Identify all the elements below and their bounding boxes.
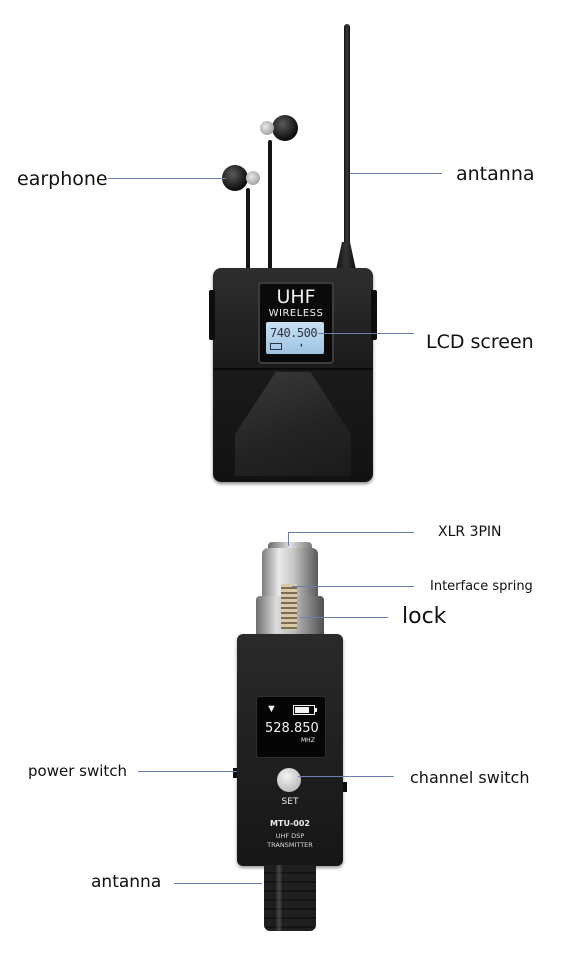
bodypack-receiver: UHF WIRELESS 740.500 ◐ xyxy=(209,268,377,482)
model-line3: TRANSMITTER xyxy=(267,841,313,849)
leader-earphone xyxy=(108,178,226,179)
leader-antanna-bottom xyxy=(174,883,262,884)
channel-switch-side[interactable] xyxy=(343,782,347,792)
leader-power-switch xyxy=(138,771,237,772)
receiver-display-window: UHF WIRELESS 740.500 ◐ xyxy=(258,282,334,364)
leader-interface-spring xyxy=(292,586,414,587)
leader-xlr xyxy=(288,532,414,533)
label-power-switch: power switch xyxy=(28,762,128,780)
earphone-right xyxy=(272,115,298,141)
receiver-brand-sub: WIRELESS xyxy=(268,308,324,319)
leader-lcd-screen xyxy=(318,333,414,334)
power-switch[interactable] xyxy=(233,768,237,778)
oled-display: ▼ 528.850 MHZ xyxy=(256,696,326,758)
leader-channel-switch xyxy=(298,776,394,777)
leader-lock xyxy=(300,617,388,618)
receiver-brand: UHF xyxy=(276,286,316,308)
leader-antanna-top xyxy=(350,173,442,174)
oled-unit: MHZ xyxy=(301,737,315,744)
set-label: SET xyxy=(281,797,299,807)
label-interface-spring: Interface spring xyxy=(430,579,533,594)
label-antanna-bottom: antanna xyxy=(91,872,162,892)
interface-spring xyxy=(281,584,297,630)
plug-on-transmitter: ▼ 528.850 MHZ SET MTU-002 UHF DSP TRANSM… xyxy=(233,634,347,866)
lcd-frequency: 740.500 xyxy=(270,326,318,340)
signal-antenna-icon: ▼ xyxy=(266,703,277,715)
oled-frequency: 528.850 xyxy=(265,721,319,736)
label-lock: lock xyxy=(402,604,447,629)
earphone-left xyxy=(222,165,248,191)
transmitter-antenna xyxy=(264,865,316,931)
leader-xlr-vert xyxy=(288,532,289,546)
label-antanna-top: antanna xyxy=(456,163,535,185)
battery-icon xyxy=(293,705,317,715)
model-line2: UHF DSP xyxy=(275,832,305,840)
set-button[interactable] xyxy=(277,768,301,792)
label-lcd-screen: LCD screen xyxy=(426,331,534,353)
lcd-mute-icon: ◐ xyxy=(300,342,305,349)
model-number: MTU-002 xyxy=(270,819,310,828)
label-xlr-3pin: XLR 3PIN xyxy=(438,524,502,540)
lcd-battery-icon xyxy=(270,343,282,350)
lcd-screen: 740.500 ◐ xyxy=(266,322,324,354)
label-earphone: earphone xyxy=(17,168,108,190)
label-channel-switch: channel switch xyxy=(410,768,530,787)
